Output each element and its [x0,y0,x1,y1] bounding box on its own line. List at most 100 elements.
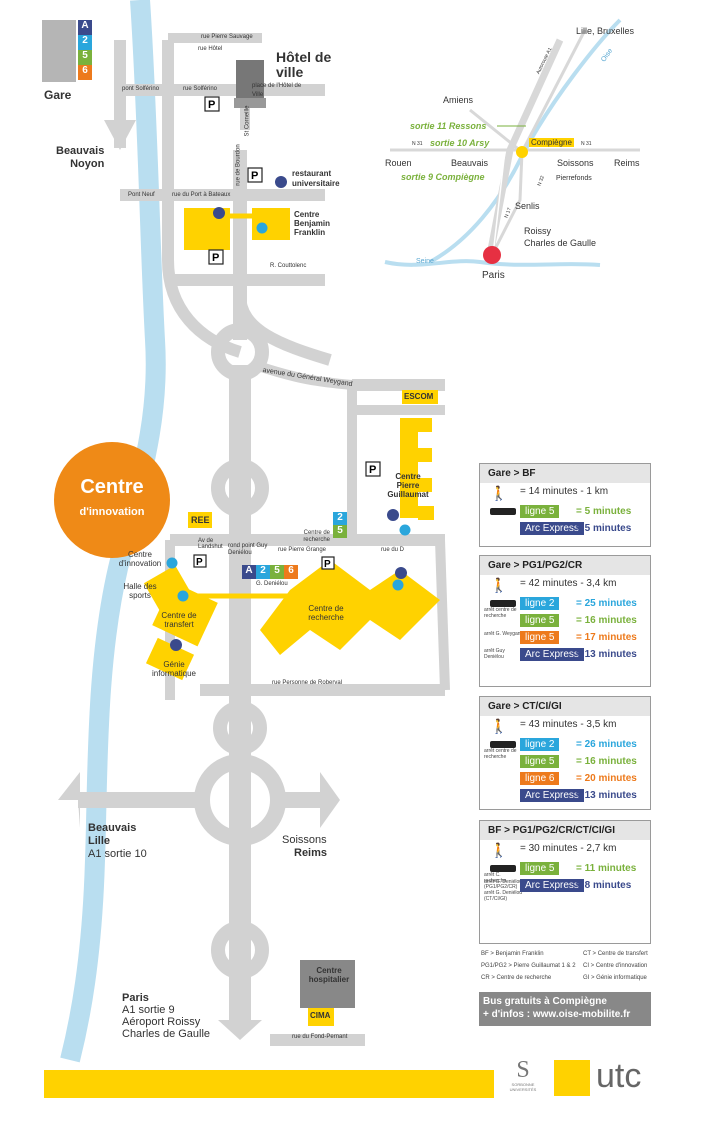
walk-icon: 🚶 [490,842,508,858]
line-badge: Arc Express [520,648,584,661]
gare-line-5: 5 [78,50,92,65]
line-badge: ligne 6 [520,772,560,785]
stop-gd-line-a: A [242,565,256,579]
halle-label: Halle des sports [123,582,157,600]
panel-4: BF > PG1/PG2/CR/CT/CI/GI🚶= 30 minutes - … [479,820,651,944]
dir-beauvais-noyon: Beauvais Noyon [56,145,104,171]
inset-soissons: Soissons [557,158,594,168]
inset-exit-11: sortie 11 Ressons [410,121,487,131]
inset-reims: Reims [614,158,640,168]
inset-rouen: Rouen [385,158,412,168]
walk-time: = 43 minutes - 3,5 km [520,719,617,730]
stop-gd-line-6: 6 [284,565,298,579]
street-st-corneille: St Corneille [244,105,251,137]
dir-aeroport: Aéroport Roissy [122,1016,201,1028]
stop-centre-recherche: Centre de recherche [303,530,330,543]
legend-ci: CI > Centre d'innovation [583,963,648,969]
river-oise [60,0,166,1063]
walk-icon: 🚶 [490,577,508,593]
line-badge: Arc Express [520,789,584,802]
bus-icon [490,508,516,515]
travel-time: = 17 minutes [576,632,637,643]
street-solferino-pont: pont Solférino [122,86,160,92]
utc-logo-text: utc [596,1057,642,1095]
walk-time: = 42 minutes - 3,4 km [520,578,617,589]
transit-row: Arc Express= 13 minutes [480,787,650,804]
centre-bf-label: Centre Benjamin Franklin [294,210,331,237]
centre-recherche-label: Centre de recherche [308,604,344,622]
street-pierre-grange: rue Pierre Grange [278,547,327,553]
stop-note: arrêt Guy Deniélou [484,648,505,660]
ree-label: REE [191,515,210,525]
travel-time: = 13 minutes [576,790,637,801]
street-bourdon: rue de Bourdon [235,144,242,186]
line-badge: ligne 5 [520,755,560,768]
travel-time: = 5 minutes [576,506,632,517]
centre-hospitalier-label: Centre hospitalier [308,966,350,984]
svg-text:P: P [212,252,219,264]
travel-time: = 16 minutes [576,756,637,767]
escom-label: ESCOM [404,392,434,401]
stop-note: arrêt centre de recherche [484,748,517,760]
legend-cr: CR > Centre de recherche [481,975,552,981]
travel-time: = 13 minutes [576,649,637,660]
street-roberval: rue Personne de Roberval [272,680,343,686]
stop-cr-line-5: 5 [333,525,347,538]
gare-line-tags: A 2 5 6 [78,20,92,80]
travel-time: = 26 minutes [576,739,637,750]
parking-icons: P P P P P P [193,96,381,570]
dir-paris-label: Paris [122,992,149,1004]
travel-time: = 16 minutes [576,615,637,626]
svg-text:P: P [196,557,203,568]
street-port-bateaux: rue du Port à Bateaux [172,192,231,198]
line-badge: ligne 2 [520,738,560,751]
stop-centre-recherche-lines: 2 5 [333,512,347,538]
dir-lille: Lille [88,835,111,847]
svg-text:P: P [324,559,331,570]
centre-innovation-highlight [54,442,170,558]
street-landshut: Av de Landshut [198,538,223,550]
inset-exit-9: sortie 9 Compiègne [401,172,485,182]
walk-row: 🚶= 30 minutes - 2,7 km [480,840,650,860]
panel-title: Gare > BF [480,464,650,483]
street-pont-neuf: Pont Neuf [128,192,155,198]
direction-arrows [58,120,340,1040]
dir-beauvais-2: Beauvais [88,822,137,834]
travel-time: = 5 minutes [576,523,632,534]
stop-cr-line-2: 2 [333,512,347,525]
inset-road-n31a: N 31 [412,141,423,147]
info-box-line2[interactable]: + d'infos : www.oise-mobilite.fr [483,1009,631,1020]
stop-gd-line-5: 5 [270,565,284,579]
info-icons [166,222,411,602]
inset-beauvais: Beauvais [451,158,489,168]
info-box-line1: Bus gratuits à Compiègne [483,996,607,1007]
street-solferino-rue: rue Solférino [183,86,218,92]
dir-a1-sortie9: A1 sortie 9 [122,1004,175,1016]
inset-seine: Seine [416,258,434,265]
stop-note: arrêt G. Weygand [484,631,524,637]
inset-compiegne: Compiègne [529,138,574,147]
panel-2: Gare > PG1/PG2/CR 🚶 = 42 minutes - 3,4 km a… [479,555,651,687]
line-badge: ligne 5 [520,631,560,644]
street-dud: rue du D [381,547,405,553]
legend-bf: BF > Benjamin Franklin [481,951,544,957]
line-badge: ligne 5 [520,862,560,875]
transit-row: ligne 5 = 16 minutes [480,753,650,770]
dir-noyon: Noyon [70,158,105,170]
panel-title: Gare > CT/CI/GI [480,697,650,716]
travel-time: = 11 minutes [576,863,637,874]
street-rond-point: rond point Guy Deniélou [228,543,268,556]
bus-icon [490,865,516,872]
inset-lille: Lille, Bruxelles [576,26,635,36]
legend-pg: PG1/PG2 > Pierre Guillaumat 1 & 2 [481,963,576,969]
dir-soissons-reims: Soissons Reims [282,834,327,860]
panel-title: Gare > PG1/PG2/CR [480,556,650,575]
transit-row: arrêt Guy Deniélou Arc Express= 13 minute… [480,646,650,663]
region-inset [384,18,640,267]
street-couttolenc: R. Couttolenc [270,263,307,269]
